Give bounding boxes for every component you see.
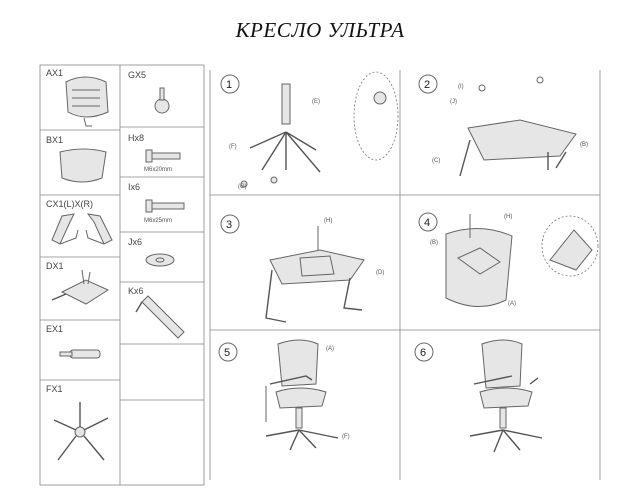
callout-b: (B) — [580, 142, 588, 148]
step-5-badge — [218, 342, 238, 362]
gas-lift-drawing — [59, 349, 101, 359]
parts-table — [39, 64, 205, 486]
part-label-ex1: EX1 — [46, 324, 63, 334]
step-5-number: 5 — [224, 347, 230, 359]
step-2-number: 2 — [424, 79, 430, 91]
washer-drawing — [145, 253, 175, 267]
armrests-drawing — [51, 213, 113, 245]
step-6-panel: 6 — [414, 339, 543, 453]
step-1-panel: 1 (E) (F) (G) — [220, 71, 399, 190]
callout-h: (H) — [324, 218, 332, 224]
step-3-number: 3 — [226, 219, 232, 231]
step-1-badge — [220, 74, 240, 94]
step-panels-grid — [209, 70, 601, 480]
step-5-panel: 5 (A) (F) — [218, 339, 350, 451]
part-label-gx5: GX5 — [128, 70, 146, 80]
hex-key-drawing — [135, 295, 185, 339]
step-3-badge — [220, 214, 240, 234]
callout-a-step5: (A) — [326, 346, 334, 352]
bolt-i-drawing — [145, 199, 185, 213]
callout-c: (C) — [432, 158, 440, 164]
callout-g: (G) — [238, 184, 247, 190]
part-label-dx1: DX1 — [46, 261, 64, 271]
page-title: КРЕСЛО УЛЬТРА — [235, 18, 405, 42]
callout-h-step4: (H) — [504, 214, 512, 220]
callout-e: (E) — [312, 99, 320, 105]
callout-f-step5: (F) — [342, 434, 350, 440]
callout-d: (D) — [376, 270, 384, 276]
seat-drawing — [59, 148, 107, 183]
callout-b-step4: (B) — [430, 240, 438, 246]
step-1-number: 1 — [226, 79, 232, 91]
part-label-fx1: FX1 — [46, 384, 63, 394]
callout-i: (I) — [458, 84, 464, 90]
step-4-panel: 4 (H) (B) (A) — [418, 212, 599, 308]
step-3-panel: 3 (H) (D) — [220, 214, 384, 323]
caster-drawing — [154, 87, 170, 114]
star-base-drawing — [53, 402, 109, 461]
backrest-drawing — [65, 76, 109, 127]
callout-j: (J) — [450, 99, 457, 105]
part-label-kx6: Kx6 — [128, 286, 144, 296]
bolt-h-size: M6x20mm — [144, 167, 172, 173]
bolt-h-drawing — [145, 149, 181, 163]
step-6-badge — [414, 342, 434, 362]
callout-a: (A) — [508, 301, 516, 307]
step-4-badge — [418, 212, 438, 232]
part-label-hx8: Hx8 — [128, 133, 144, 143]
step-4-number: 4 — [424, 217, 430, 229]
part-label-bx1: BX1 — [46, 135, 63, 145]
mechanism-drawing — [51, 269, 110, 305]
part-label-ax1: AX1 — [46, 68, 63, 78]
bolt-i-size: M6x25mm — [144, 218, 172, 224]
part-label-jx6: Jx6 — [128, 237, 142, 247]
part-label-ix6: Ix6 — [128, 182, 140, 192]
callout-f: (F) — [229, 144, 237, 150]
step-2-badge — [418, 74, 438, 94]
step-2-panel: 2 (I) (J) (B) (C) — [418, 74, 588, 177]
part-label-cx1: CX1(L)X(R) — [46, 199, 93, 209]
step-6-number: 6 — [420, 347, 426, 359]
